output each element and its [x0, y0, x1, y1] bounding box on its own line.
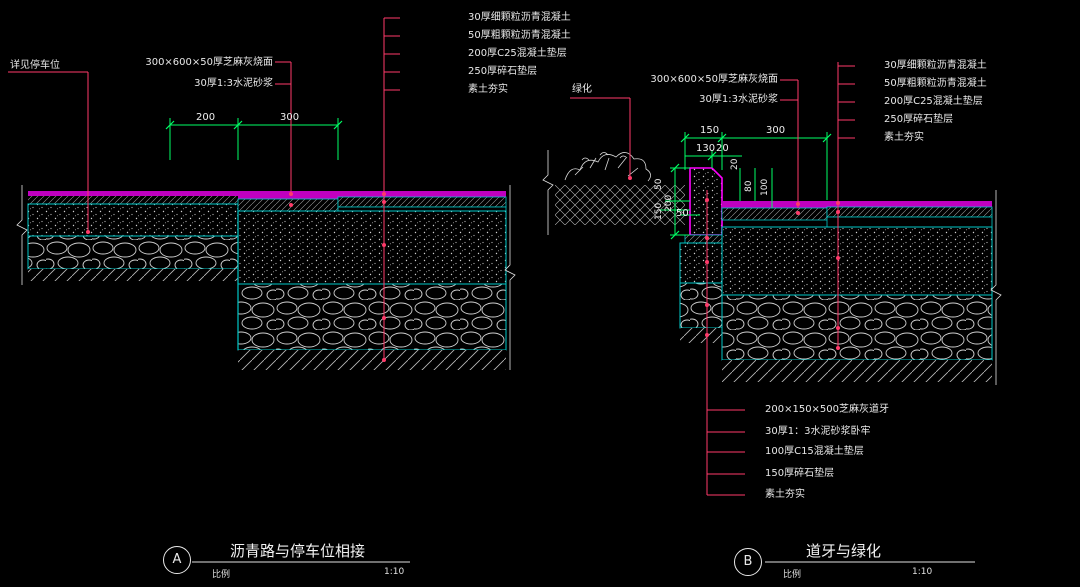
- b-dim-300: 300: [766, 125, 786, 136]
- a-callout-see-parking: 详见停车位: [10, 60, 60, 71]
- shrub-symbol: [564, 152, 651, 182]
- a-callout-fine-asphalt: 30厚细颗粒沥青混凝土: [468, 12, 571, 23]
- b-callout-curb: 200×150×500芝麻灰道牙: [765, 404, 890, 415]
- b-callout-curb-gravel: 150厚碎石垫层: [765, 468, 835, 479]
- a-callout-coarse-asphalt: 50厚粗颗粒沥青混凝土: [468, 30, 571, 41]
- a-stone-left: [27, 235, 239, 270]
- a-mortar-left: [28, 196, 238, 204]
- curb-gravel: [679, 282, 726, 329]
- a-callout-gravel: 250厚碎石垫层: [468, 66, 538, 77]
- a-dim-300: 300: [280, 112, 300, 123]
- curb-concrete: [679, 242, 726, 284]
- b-vdim-80: 80: [744, 180, 754, 192]
- a-scale-value: 1:10: [384, 567, 405, 577]
- b-callout-earth: 素土夯实: [884, 132, 924, 143]
- b-paving: [722, 201, 827, 208]
- b-mortar: [721, 207, 828, 221]
- b-section-badge: B: [734, 548, 762, 576]
- b-callout-curb-concrete: 100厚C15混凝土垫层: [765, 446, 864, 457]
- b-scale-label: 比例: [783, 570, 802, 580]
- b-callout-coarse-asphalt: 50厚粗颗粒沥青混凝土: [884, 78, 987, 89]
- curb-mortar: [684, 234, 726, 244]
- b-concrete: [721, 226, 993, 296]
- a-asphalt-coarse: [337, 196, 507, 208]
- a-mortar-mid: [237, 198, 339, 212]
- b-section-title: 道牙与绿化: [806, 542, 882, 560]
- a-callout-earth: 素土夯实: [468, 84, 508, 95]
- b-callout-planting: 绿化: [572, 84, 592, 95]
- a-callout-granite: 300×600×50厚芝麻灰烧面: [145, 57, 273, 68]
- b-callout-mortar: 30厚1:3水泥砂浆: [699, 94, 778, 105]
- planting-soil: [555, 185, 685, 225]
- b-vdim-100: 100: [760, 178, 770, 196]
- a-concrete-left: [27, 203, 239, 237]
- a-earth-right: [238, 350, 506, 370]
- a-earth-left: [28, 269, 238, 281]
- a-dim-200: 200: [196, 112, 216, 123]
- b-callout-granite: 300×600×50厚芝麻灰烧面: [650, 74, 778, 85]
- b-callout-gravel: 250厚碎石垫层: [884, 114, 954, 125]
- b-stone: [721, 294, 993, 361]
- section-b-drawing: [542, 62, 1002, 563]
- curb-earth: [680, 328, 725, 343]
- b-dim-20: 20: [716, 143, 729, 154]
- b-scale-value: 1:10: [912, 567, 933, 577]
- b-dim-150: 150: [700, 125, 720, 136]
- a-scale-label: 比例: [212, 570, 231, 580]
- a-asphalt-thin: [337, 206, 507, 212]
- b-callout-fine-asphalt: 30厚细颗粒沥青混凝土: [884, 60, 987, 71]
- b-dim-50-bottom: 50: [676, 208, 689, 219]
- a-asphalt-fine: [338, 191, 506, 197]
- b-asphalt-fine: [827, 201, 992, 207]
- a-concrete-right: [237, 210, 507, 285]
- b-vdim-20: 20: [730, 158, 740, 170]
- section-a-drawing: [8, 17, 516, 563]
- a-stone-right: [237, 283, 507, 351]
- a-paving-left: [28, 191, 238, 196]
- a-callout-concrete: 200厚C25混凝土垫层: [468, 48, 567, 59]
- a-section-badge: A: [163, 546, 191, 574]
- a-paving-mid: [238, 191, 338, 199]
- a-section-title: 沥青路与停车位相接: [230, 542, 366, 560]
- b-dim-130: 130: [696, 143, 716, 154]
- b-callout-curb-mortar: 30厚1：3水泥砂浆卧牢: [765, 426, 871, 437]
- b-callout-curb-earth: 素土夯实: [765, 489, 805, 500]
- a-callout-mortar: 30厚1:3水泥砂浆: [194, 78, 273, 89]
- b-vdim-50-top: 50: [654, 178, 664, 190]
- b-callout-concrete: 200厚C25混凝土垫层: [884, 96, 983, 107]
- b-asphalt-coarse: [826, 206, 993, 218]
- b-vdim-200: 200: [664, 194, 674, 212]
- b-vdim-150: 150: [654, 202, 664, 220]
- b-earth: [722, 360, 992, 382]
- b-asphalt-thin: [826, 216, 993, 228]
